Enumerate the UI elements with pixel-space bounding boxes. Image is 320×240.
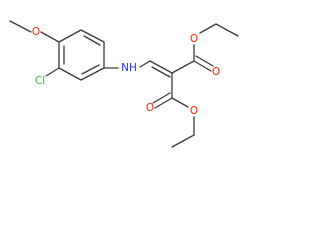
bond-ch-c-double (151, 66, 171, 78)
bond-ester2-carbonyl (154, 97, 173, 109)
molecule-structure-diagram: O Cl NH O O O O (9, 20, 239, 148)
bond-ester1-carbonyl (193, 60, 212, 72)
bond-methyl-o (9, 20, 32, 33)
ring-bond-1 (58, 29, 82, 43)
chlorine-label: Cl (35, 75, 45, 87)
bond-lines (9, 20, 239, 148)
ring-bond-4 (80, 67, 105, 81)
bond-ring-cl (45, 67, 60, 77)
ring-bond-2 (80, 29, 105, 43)
bond-ester1-ethyl-1 (199, 23, 217, 34)
bond-c-ester1 (171, 60, 195, 74)
methoxy-oxygen-label: O (32, 26, 40, 38)
bond-ester2-carbonyl-double (152, 92, 171, 104)
bond-ester2-ethyl-2 (171, 134, 195, 148)
ring-inner-bond-2 (81, 64, 100, 75)
bond-ester1-ethyl-2 (215, 23, 239, 37)
ring-bond-5 (58, 67, 82, 81)
ester1-carbonyl-oxygen-label: O (212, 66, 220, 78)
ester2-ether-oxygen-label: O (190, 105, 198, 117)
bond-o-ring (40, 31, 60, 43)
bond-n-ch (139, 60, 151, 68)
ester1-ether-oxygen-label: O (190, 33, 198, 45)
ester2-carbonyl-oxygen-label: O (146, 102, 154, 114)
bond-ester2-ether (171, 97, 189, 108)
bond-ester1-carbonyl-double (195, 55, 214, 67)
bond-ch-c (149, 60, 173, 74)
atom-labels: O Cl NH O O O O (32, 26, 220, 117)
molecule-svg: O Cl NH O O O O (9, 20, 239, 148)
amine-nh-label: NH (121, 62, 137, 74)
ring-inner-bond-1 (83, 35, 101, 46)
